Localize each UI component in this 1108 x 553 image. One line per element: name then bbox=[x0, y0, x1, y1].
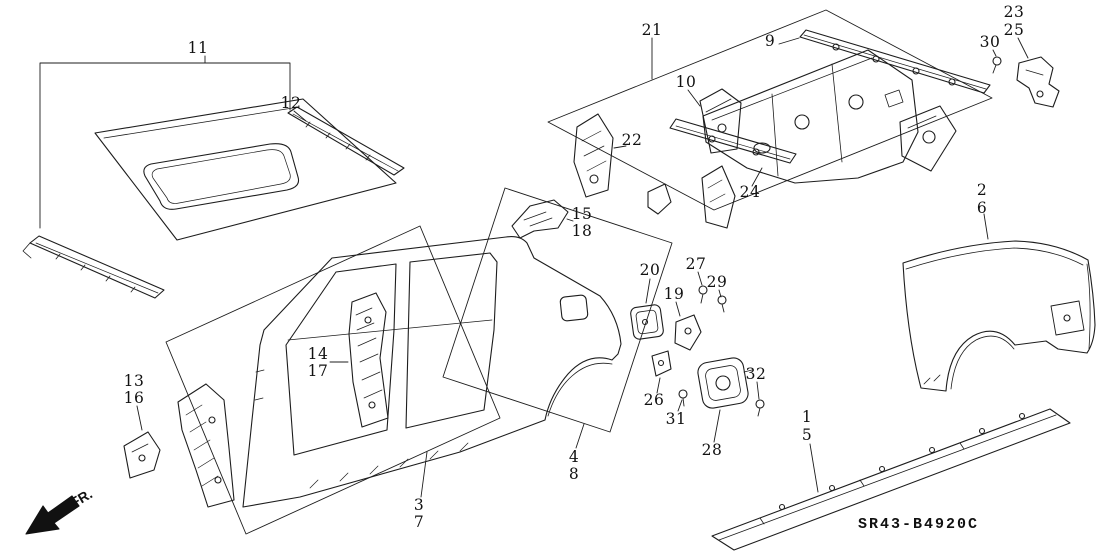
callout-11: 11 bbox=[187, 39, 209, 57]
screw-27 bbox=[698, 285, 708, 304]
quarter-section-boundary-box bbox=[442, 187, 673, 433]
callout-24: 24 bbox=[739, 183, 761, 201]
callout-7: 7 bbox=[413, 513, 425, 531]
corner-gusset-bracket bbox=[1016, 56, 1060, 108]
roof-rail-front bbox=[287, 106, 405, 176]
callout-30: 30 bbox=[979, 33, 1001, 51]
screw-32 bbox=[755, 399, 765, 417]
callout-3: 3 bbox=[413, 496, 425, 514]
center-pillar-stiffener bbox=[348, 292, 389, 428]
diagram-code: SR43-B4920C bbox=[858, 516, 980, 533]
callout-1: 1 bbox=[801, 408, 813, 426]
callout-6: 6 bbox=[976, 199, 988, 217]
callout-16: 16 bbox=[123, 389, 145, 407]
callout-23: 23 bbox=[1003, 3, 1025, 21]
callout-22: 22 bbox=[621, 131, 643, 149]
callout-29: 29 bbox=[706, 273, 728, 291]
roof-rail-rear bbox=[22, 235, 165, 299]
rear-shelf-crossmember bbox=[799, 29, 991, 94]
roof-side-bracket bbox=[511, 199, 569, 239]
callout-25: 25 bbox=[1003, 21, 1025, 39]
fuel-filler-adapter bbox=[697, 357, 753, 409]
front-pillar-stiffener bbox=[177, 383, 235, 508]
leader-lines bbox=[39, 37, 1029, 498]
screw-31 bbox=[678, 389, 688, 407]
callout-27: 27 bbox=[685, 255, 707, 273]
callout-31: 31 bbox=[665, 410, 687, 428]
spring-26 bbox=[651, 350, 672, 377]
callout-5: 5 bbox=[801, 426, 813, 444]
bulkhead-lower-bracket bbox=[701, 165, 736, 229]
bulkhead-side-extension bbox=[699, 88, 742, 154]
bulkhead-right-bracket bbox=[899, 105, 957, 172]
callout-26: 26 bbox=[643, 391, 665, 409]
callout-21: 21 bbox=[641, 21, 663, 39]
fuel-filler-lid bbox=[630, 304, 664, 340]
callout-12: 12 bbox=[280, 94, 302, 112]
callout-13: 13 bbox=[123, 372, 145, 390]
bulkhead-small-bracket bbox=[647, 183, 672, 215]
callout-14: 14 bbox=[307, 345, 329, 363]
callout-10: 10 bbox=[675, 73, 697, 91]
callout-19: 19 bbox=[663, 285, 685, 303]
callout-20: 20 bbox=[639, 261, 661, 279]
body-side-panel bbox=[242, 236, 622, 508]
callout-17: 17 bbox=[307, 362, 329, 380]
front-pillar-bracket bbox=[123, 431, 161, 479]
callout-9: 9 bbox=[764, 32, 776, 50]
callout-8: 8 bbox=[568, 465, 580, 483]
callout-2: 2 bbox=[976, 181, 988, 199]
screw-29 bbox=[717, 295, 727, 313]
roof-panel bbox=[94, 98, 397, 241]
callout-4: 4 bbox=[568, 448, 580, 466]
callout-18: 18 bbox=[571, 222, 593, 240]
callout-28: 28 bbox=[701, 441, 723, 459]
fr-direction-arrow: FR. bbox=[25, 485, 95, 535]
bulkhead-panel bbox=[702, 49, 919, 184]
lower-crossmember bbox=[669, 118, 797, 164]
side-panel-boundary-box bbox=[165, 225, 501, 535]
bulkhead-boundary-box bbox=[547, 9, 993, 211]
quarter-panel bbox=[902, 240, 1096, 392]
shelf-stiffener bbox=[573, 113, 614, 198]
callout-32: 32 bbox=[745, 365, 767, 383]
clip-30 bbox=[992, 56, 1002, 74]
fuel-lid-hinge-bracket bbox=[674, 314, 702, 351]
callout-15: 15 bbox=[571, 205, 593, 223]
sill-panel bbox=[711, 408, 1071, 551]
